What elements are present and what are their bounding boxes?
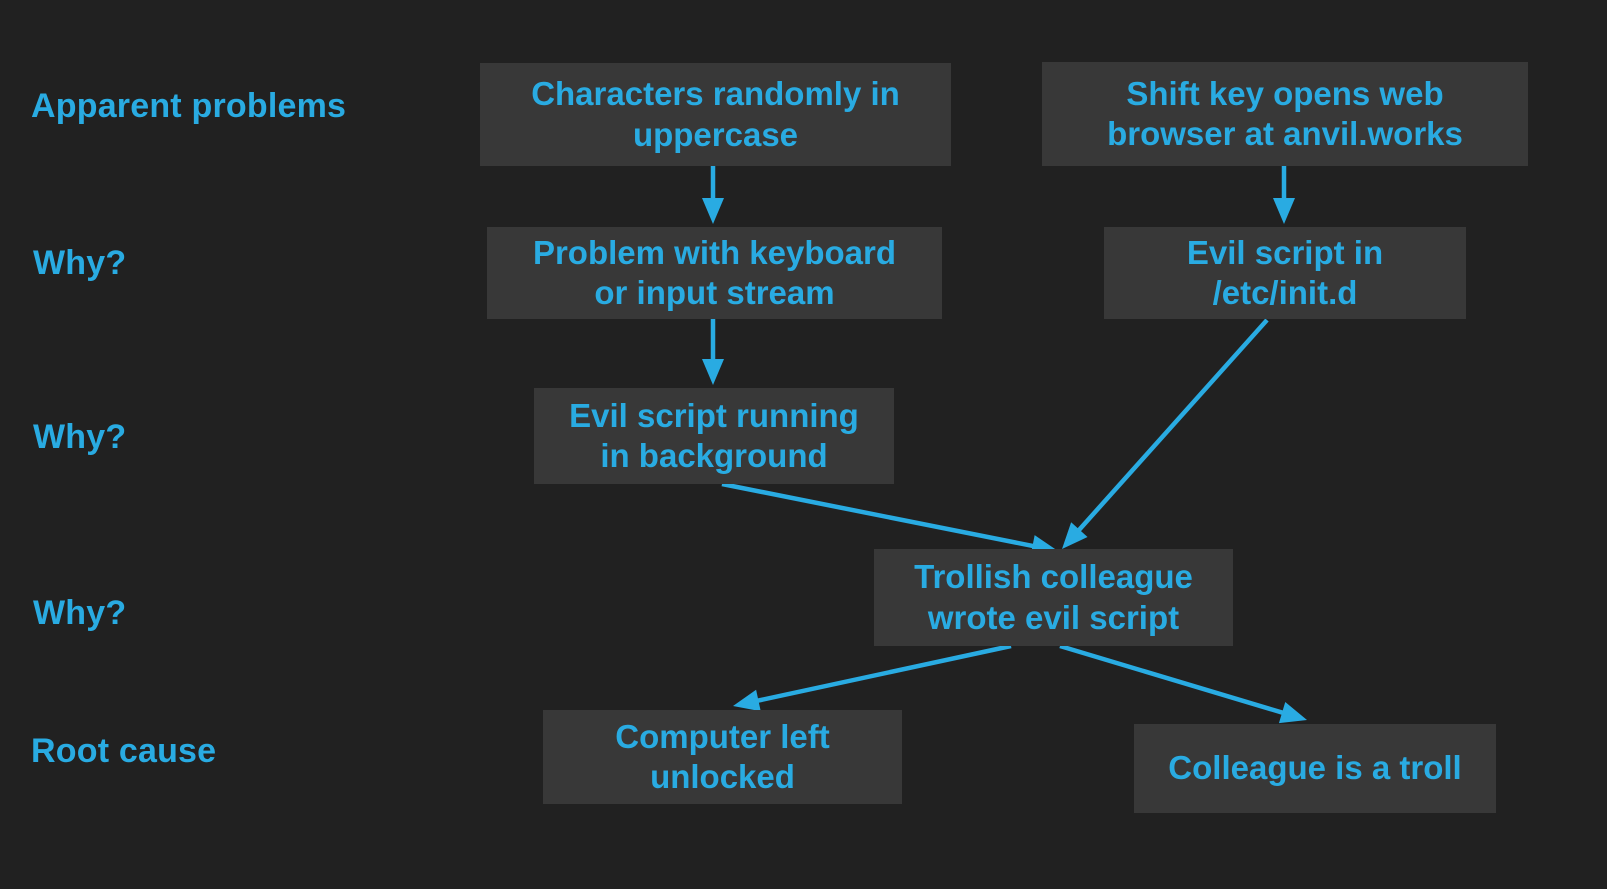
- arrow-trollish-to-unlocked: [733, 643, 1012, 712]
- arrow-initd-to-trollish-head: [1062, 522, 1088, 549]
- arrow-trollish-to-troll: [1059, 643, 1307, 724]
- arrow-initd-to-trollish: [1062, 318, 1269, 549]
- arrow-trollish-to-unlocked-shaft: [754, 643, 1012, 704]
- node-evil-script-background[interactable]: Evil script running in background: [534, 388, 894, 484]
- arrow-trollish-to-troll-head: [1278, 702, 1307, 724]
- node-shift-key-browser[interactable]: Shift key opens web browser at anvil.wor…: [1042, 62, 1528, 166]
- stage-label-why-2: Why?: [33, 418, 127, 456]
- arrow-shift-to-initd: [1273, 166, 1295, 224]
- node-keyboard-problem[interactable]: Problem with keyboard or input stream: [487, 227, 942, 319]
- node-evil-script-initd[interactable]: Evil script in /etc/init.d: [1104, 227, 1466, 319]
- arrow-characters-to-keyboard: [702, 166, 724, 224]
- arrow-initd-to-trollish-shaft: [1074, 318, 1269, 535]
- node-computer-unlocked[interactable]: Computer left unlocked: [543, 710, 902, 804]
- stage-label-root-cause: Root cause: [31, 732, 217, 770]
- arrow-keyboard-to-background-head: [702, 359, 724, 385]
- stage-label-why-3: Why?: [33, 594, 127, 632]
- arrow-characters-to-keyboard-head: [702, 198, 724, 224]
- arrow-background-to-trollish-shaft: [721, 481, 1037, 549]
- arrow-shift-to-initd-head: [1273, 198, 1295, 224]
- node-trollish-colleague[interactable]: Trollish colleague wrote evil script: [874, 549, 1233, 646]
- arrow-keyboard-to-background: [702, 319, 724, 385]
- arrow-background-to-trollish: [721, 481, 1058, 557]
- stage-label-why-1: Why?: [33, 244, 127, 282]
- node-colleague-troll[interactable]: Colleague is a troll: [1134, 724, 1496, 813]
- arrow-trollish-to-troll-shaft: [1059, 643, 1287, 716]
- stage-label-apparent-problems: Apparent problems: [31, 87, 347, 125]
- arrow-trollish-to-unlocked-head: [733, 689, 761, 712]
- node-characters-uppercase[interactable]: Characters randomly in uppercase: [480, 63, 951, 166]
